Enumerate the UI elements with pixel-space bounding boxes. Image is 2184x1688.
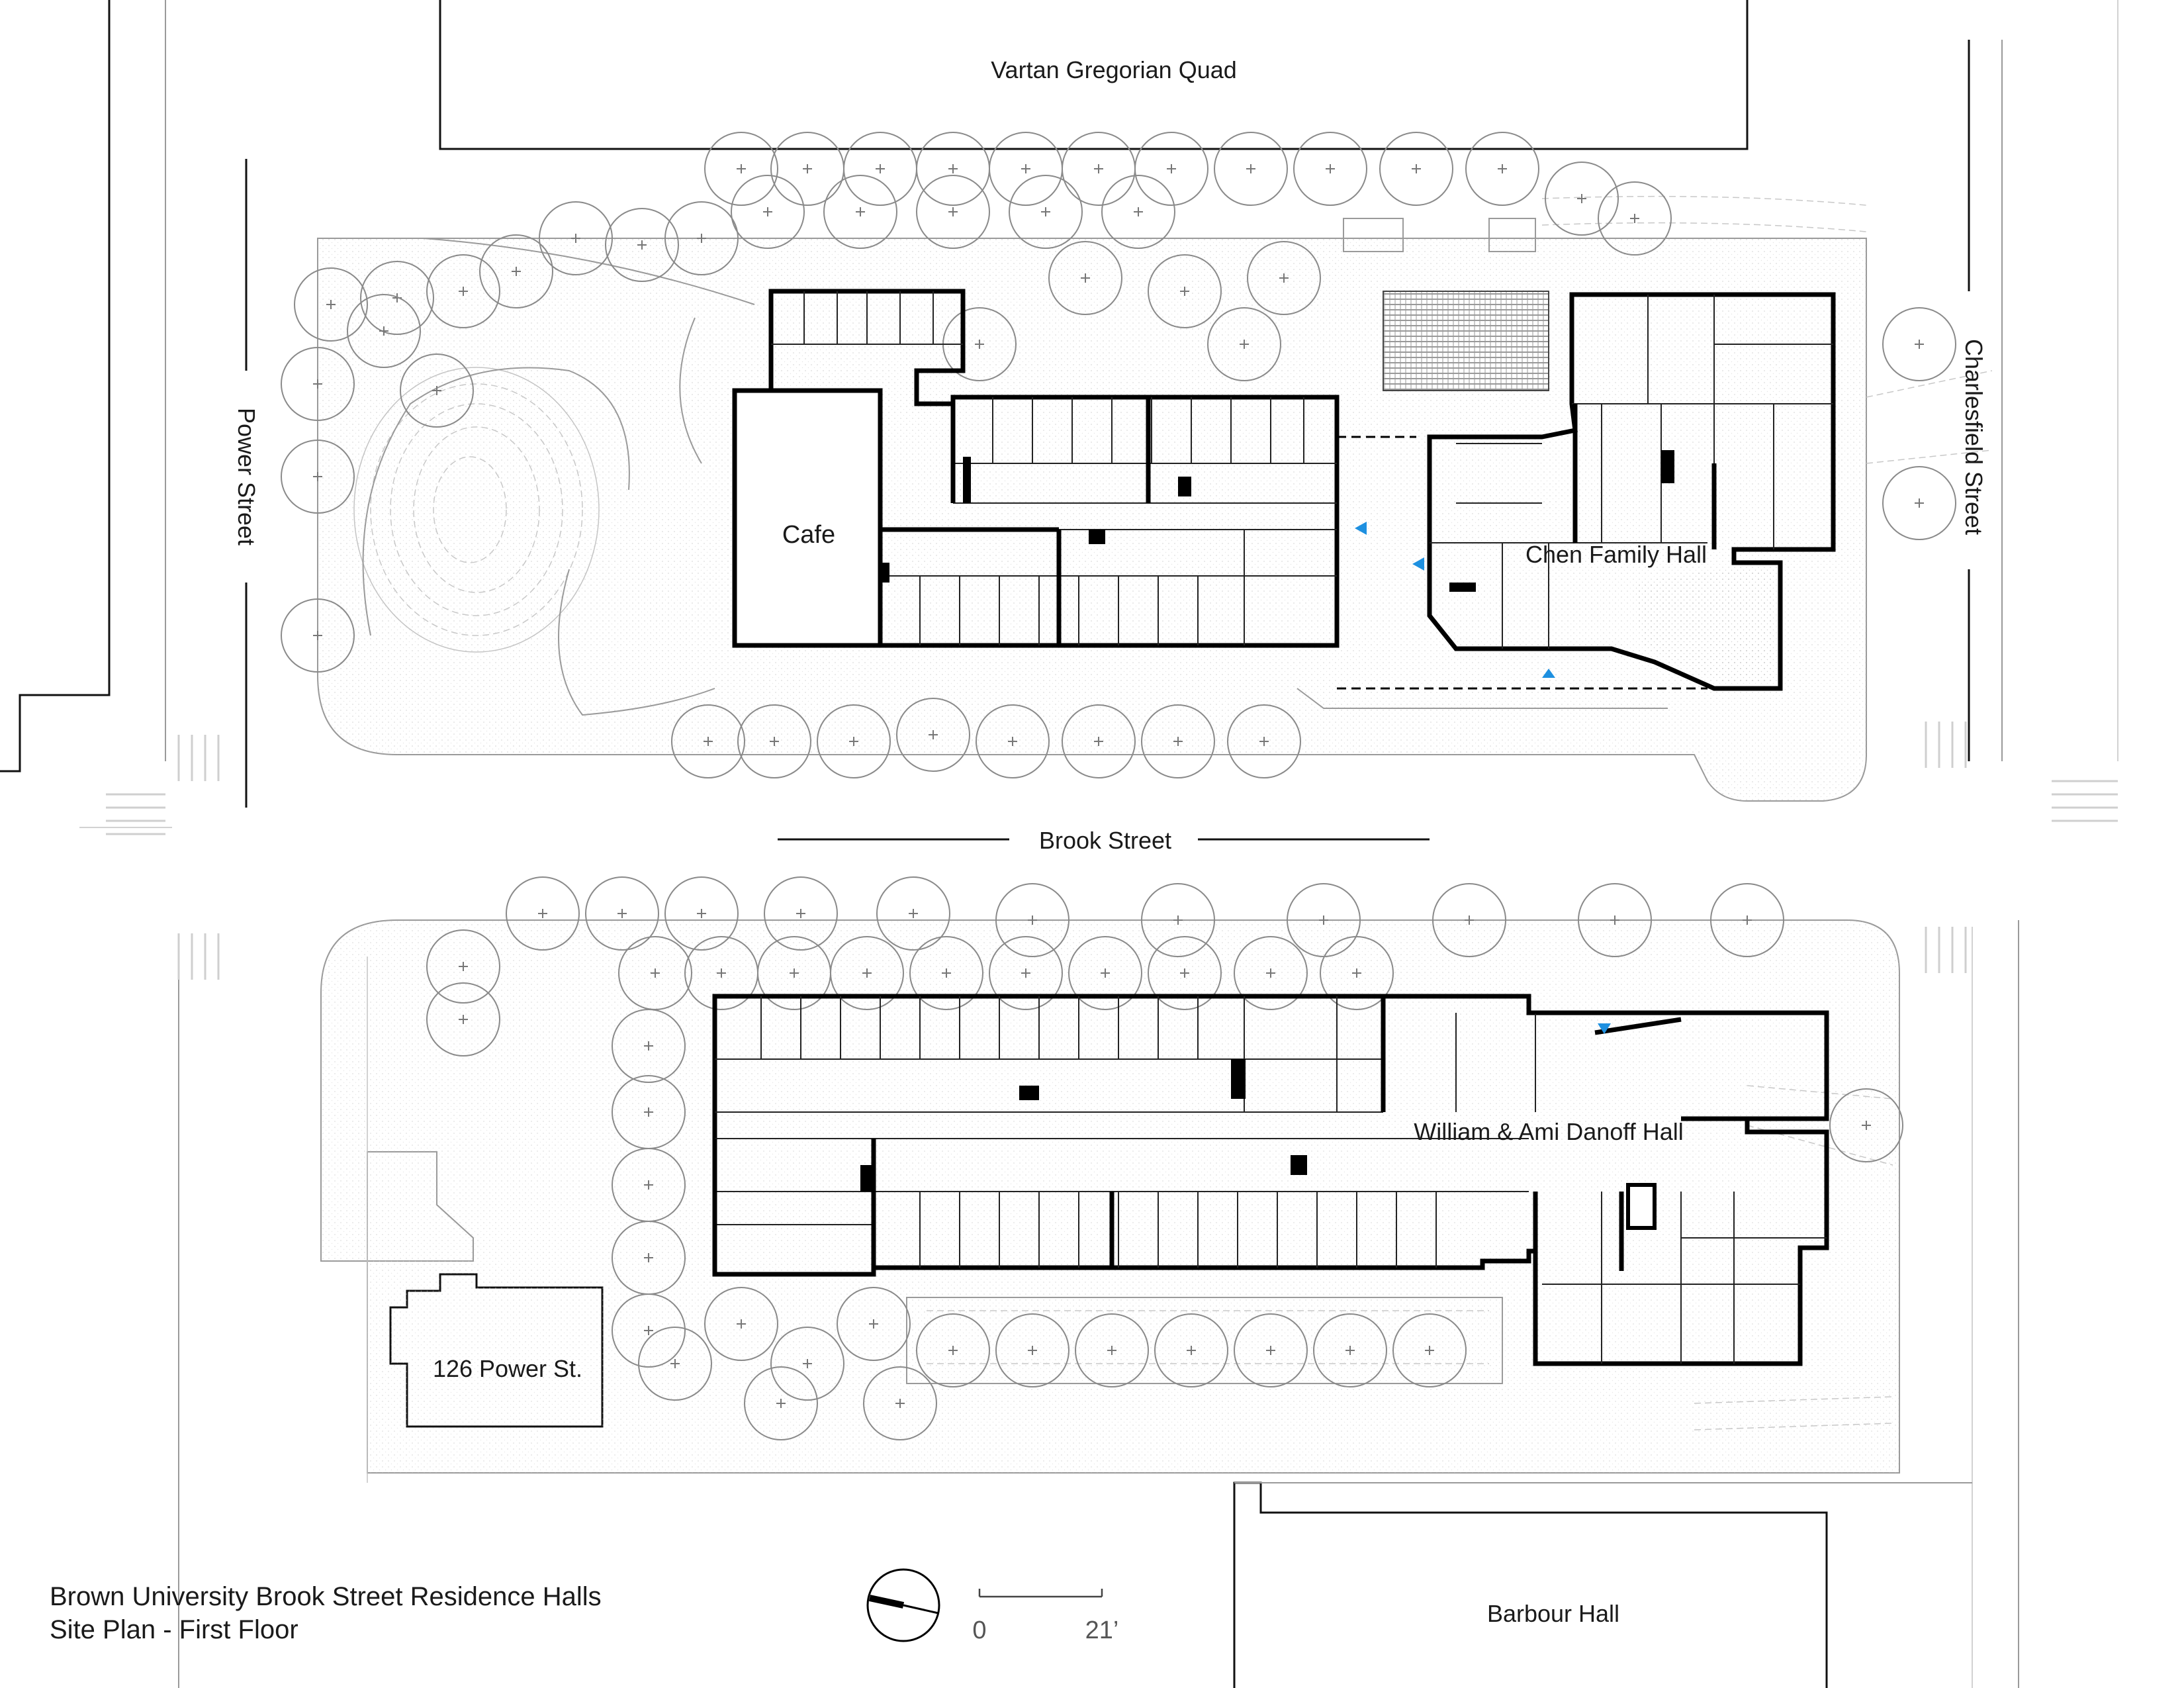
brook-street-label: Brook Street: [1039, 827, 1171, 854]
north-arrow-icon: [866, 1568, 940, 1642]
quad-label: Vartan Gregorian Quad: [991, 56, 1237, 83]
scale-bar: 0 21’: [972, 1589, 1118, 1644]
cafe-label: Cafe: [782, 521, 835, 549]
entrance-triangle-icon: [1598, 1023, 1611, 1034]
entrance-triangle-icon: [1355, 522, 1367, 535]
entrance-triangle-icon: [1542, 669, 1555, 678]
labels: Vartan Gregorian Quad Power Street Charl…: [233, 56, 1987, 1627]
danoff-hall-label: William & Ami Danoff Hall: [1414, 1118, 1683, 1145]
chen-family-hall: [1337, 292, 1836, 691]
caption-subtitle: Site Plan - First Floor: [50, 1615, 298, 1644]
scale-end-label: 21’: [1085, 1617, 1119, 1644]
entrance-markers: [1355, 522, 1611, 1034]
scale-start-label: 0: [972, 1617, 986, 1644]
north-block-site: [317, 195, 1993, 802]
power-street-label: Power Street: [233, 408, 260, 545]
caption-title: Brown University Brook Street Residence …: [50, 1582, 602, 1611]
context-lines: [0, 0, 2118, 1688]
north-west-building: [732, 289, 1340, 648]
power-126-label: 126 Power St.: [433, 1355, 582, 1382]
chen-family-hall-label: Chen Family Hall: [1525, 541, 1707, 568]
barbour-hall-label: Barbour Hall: [1487, 1600, 1619, 1627]
danoff-hall: [712, 994, 1829, 1366]
caption: Brown University Brook Street Residence …: [50, 1582, 602, 1644]
entrance-triangle-icon: [1412, 557, 1424, 571]
charlesfield-street-label: Charlesfield Street: [1960, 339, 1987, 535]
